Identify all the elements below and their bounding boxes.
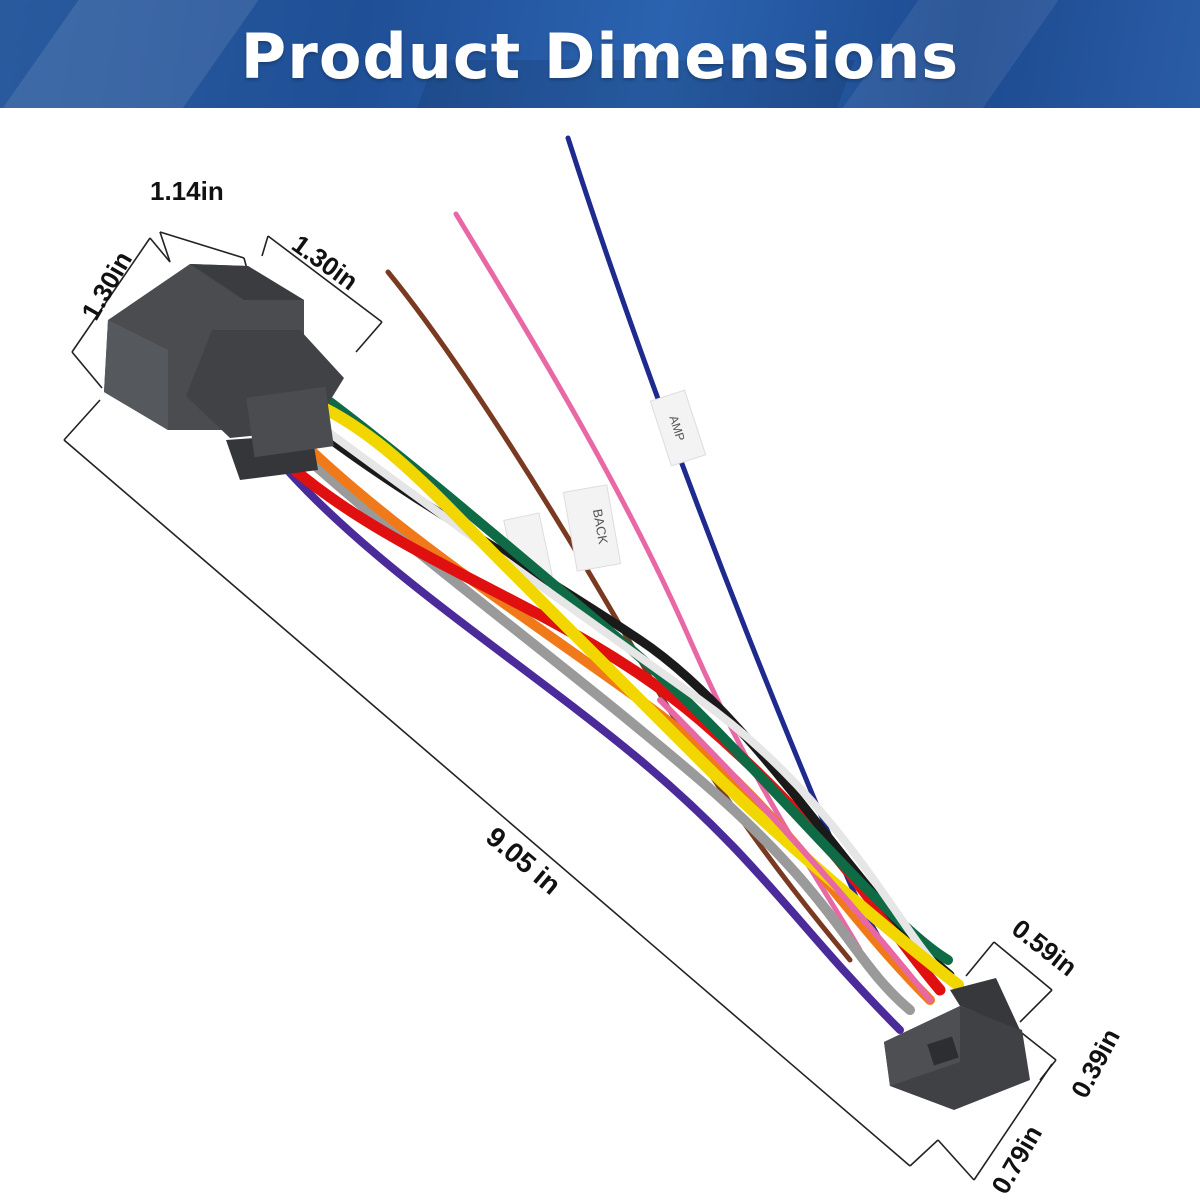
page-title: Product Dimensions bbox=[240, 20, 960, 93]
small-connector bbox=[884, 978, 1030, 1110]
pink-bundle-wire bbox=[657, 697, 933, 1003]
dim-top-width: 1.14in bbox=[150, 176, 224, 206]
loose-wires bbox=[385, 135, 883, 963]
header-banner: Product Dimensions bbox=[0, 0, 1200, 108]
purple-wire bbox=[266, 446, 904, 1034]
large-connector bbox=[104, 264, 344, 480]
wire-tag-amp: AMP bbox=[649, 389, 707, 467]
wire-tag-back: BACK bbox=[562, 484, 622, 572]
dim-top-depth: 1.30in bbox=[286, 229, 363, 297]
red-wire bbox=[256, 434, 946, 996]
dimension-lines bbox=[63, 231, 1057, 1181]
dim-small-depth: 0.79in bbox=[985, 1120, 1048, 1199]
yellow-wire bbox=[300, 394, 964, 991]
white-wire bbox=[308, 416, 944, 974]
dim-small-width: 0.59in bbox=[1006, 913, 1083, 982]
wire-tag-label: BACK bbox=[590, 508, 611, 546]
wire-bundle bbox=[256, 394, 964, 1034]
dim-small-height: 0.39in bbox=[1065, 1024, 1126, 1103]
